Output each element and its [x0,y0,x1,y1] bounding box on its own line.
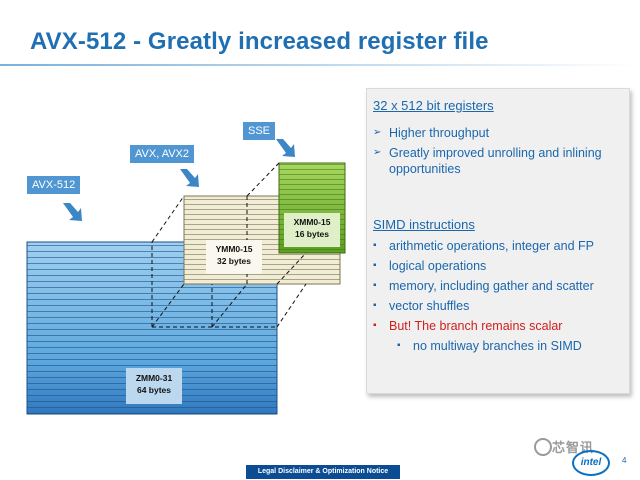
bullet-unrolling: ➢ Greatly improved unrolling and inlining… [373,145,623,177]
registers-heading: 32 x 512 bit registers [373,98,494,113]
legal-disclaimer-link[interactable]: Legal Disclaimer & Optimization Notice [246,465,400,479]
intel-logo: intel [572,450,610,476]
slide-title: AVX-512 - Greatly increased register fil… [30,28,489,55]
simd-heading: SIMD instructions [373,217,475,232]
square-bullet-icon: ▪ [373,280,377,291]
page-number: 4 [622,456,627,465]
sse-tag: SSE [243,122,276,140]
zmm-label-bg [126,368,182,404]
arrow-bullet-icon: ➢ [373,127,382,138]
avx-avx2-tag: AVX, AVX2 [130,145,195,163]
ymm-label-bg [206,240,262,274]
zmm-label: ZMM0-31 64 bytes [126,372,182,396]
bullet-shuffles: ▪ vector shuffles [373,298,623,314]
bullet-text: Higher throughput [389,126,490,140]
square-bullet-icon: ▪ [373,260,377,271]
arrow-bullet-icon: ➢ [373,147,382,158]
xmm-size: 16 bytes [294,229,330,239]
xmm-label: XMM0-15 16 bytes [284,216,340,240]
square-bullet-icon: ▪ [373,320,377,331]
simd-bullets: ▪ arithmetic operations, integer and FP ▪… [373,238,623,358]
bullet-text: no multiway branches in SIMD [413,339,582,353]
bullet-text: memory, including gather and scatter [389,279,594,293]
bullet-arithmetic: ▪ arithmetic operations, integer and FP [373,238,623,254]
bullet-higher-throughput: ➢ Higher throughput [373,125,623,141]
title-divider [0,64,640,66]
ymm-name: YMM0-15 [215,244,253,254]
bullet-text: logical operations [389,259,487,273]
ymm-label: YMM0-15 32 bytes [206,243,262,267]
bullet-text: vector shuffles [389,299,470,313]
square-bullet-icon: ▪ [373,240,377,251]
xmm-label-bg [284,213,340,247]
zmm-size: 64 bytes [136,385,172,395]
square-bullet-icon: ▪ [397,340,401,351]
bullet-branch-scalar: ▪ But! The branch remains scalar [373,318,623,334]
wechat-icon [534,438,552,456]
bullet-text: arithmetic operations, integer and FP [389,239,594,253]
ymm-size: 32 bytes [216,256,252,266]
registers-bullets: ➢ Higher throughput ➢ Greatly improved unr… [373,125,623,181]
perspective-lines [151,162,307,328]
bullet-text: Greatly improved unrolling and inlining … [389,146,602,176]
zmm-name: ZMM0-31 [135,373,173,383]
avx512-tag: AVX-512 [27,176,81,194]
bullet-no-multiway: ▪ no multiway branches in SIMD [373,338,623,354]
bullet-memory: ▪ memory, including gather and scatter [373,278,623,294]
bullet-logical: ▪ logical operations [373,258,623,274]
xmm-name: XMM0-15 [293,217,331,227]
bullet-text: But! The branch remains scalar [389,319,563,333]
square-bullet-icon: ▪ [373,300,377,311]
pointer-arrows [63,139,295,221]
info-panel: 32 x 512 bit registers ➢ Higher throughpu… [366,88,630,394]
